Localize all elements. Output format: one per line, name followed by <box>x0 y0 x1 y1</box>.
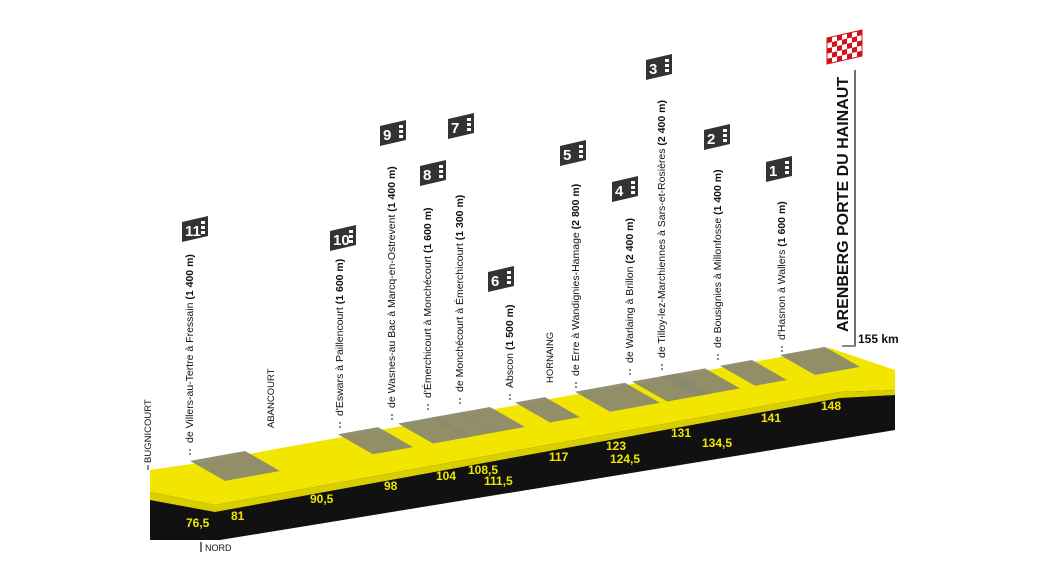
town-bugnicourt: BUGNICOURT <box>143 399 154 463</box>
svg-text:11: 11 <box>185 223 201 240</box>
sector-badge-6: 6 <box>488 266 514 292</box>
sector-label-8: d'Émerchicourt à Monchécourt (1 600 m) <box>421 207 434 398</box>
cobble-sector-8 <box>430 412 497 438</box>
sector-label-3: de Tilloy-lez-Marchiennes à Sars-et-Rosi… <box>656 100 668 358</box>
km-marker: 90,5 <box>310 492 334 506</box>
km-marker: 104 <box>436 469 456 483</box>
svg-text:6: 6 <box>491 273 499 290</box>
sector-label-5: de Erre à Wandignies-Hamage (2 800 m) <box>570 184 582 376</box>
km-marker: 98 <box>384 479 398 493</box>
km-marker: 131 <box>671 426 691 440</box>
sector-badge-8: 8 <box>420 160 446 186</box>
sector-labels: de Villers-au-Tertre à Fressain (1 400 m… <box>182 54 792 443</box>
sector-badge-7: 7 <box>448 113 474 139</box>
sector-label-4: de Warlaing à Brillon (2 400 m) <box>624 218 636 363</box>
svg-text:9: 9 <box>383 127 391 144</box>
km-marker: 117 <box>549 450 569 464</box>
cobble-sector-1 <box>780 346 860 375</box>
svg-text:7: 7 <box>451 120 459 137</box>
road-front-edge <box>150 390 895 512</box>
leader-lines <box>189 344 783 455</box>
km-marker: 124,5 <box>610 452 640 466</box>
sector-badge-10: 10 <box>330 225 356 251</box>
town-hornaing: HORNAING <box>545 332 556 383</box>
km-marker: 111,5 <box>484 474 513 488</box>
cobble-sectors <box>190 346 860 481</box>
km-marker: 81 <box>231 509 245 523</box>
svg-text:3: 3 <box>649 61 657 78</box>
sector-label-11: de Villers-au-Tertre à Fressain (1 400 m… <box>184 254 196 443</box>
sector-label-6: Abscon (1 500 m) <box>504 305 516 388</box>
cobble-sector-10 <box>338 427 413 455</box>
sector-badge-11: 11 <box>182 216 208 242</box>
km-marker: 123 <box>606 439 626 453</box>
sector-label-9: de Wasnes-au Bac à Marcq-en-Ostrevent (1… <box>386 166 398 408</box>
svg-text:5: 5 <box>563 147 571 164</box>
town-abancourt: ABANCOURT <box>266 368 277 428</box>
direction-label: NORD <box>205 543 232 553</box>
cobble-sector-5 <box>575 382 660 412</box>
cobble-sector-3 <box>660 368 740 397</box>
sector-badge-2: 2 <box>704 124 730 150</box>
cobble-sector-7 <box>460 407 525 433</box>
finish-flag-icon <box>826 29 863 65</box>
sector-label-1: d'Hasnon à Wallers (1 600 m) <box>776 201 788 340</box>
km-marker: 108,5 <box>468 463 498 477</box>
svg-text:2: 2 <box>707 131 715 148</box>
sector-label-7: de Monchécourt à Émerchicourt (1 300 m) <box>453 195 466 392</box>
km-marker: 76,5 <box>186 516 210 530</box>
sector-badge-4: 4 <box>612 176 638 202</box>
cobble-sector-9 <box>398 416 473 444</box>
km-marker: 134,5 <box>702 436 732 450</box>
svg-text:1: 1 <box>769 163 777 180</box>
svg-text:10: 10 <box>333 232 350 249</box>
road-side <box>150 390 895 540</box>
cobble-sector-11 <box>190 450 280 481</box>
km-marker: 141 <box>761 411 781 425</box>
sector-badge-5: 5 <box>560 140 586 166</box>
sector-badge-1: 1 <box>766 156 792 182</box>
sector-badge-9: 9 <box>380 120 406 146</box>
svg-text:8: 8 <box>423 167 431 184</box>
svg-text:4: 4 <box>615 183 624 200</box>
finish-name: ARENBERG PORTE DU HAINAUT <box>835 77 852 332</box>
km-marker: 148 <box>821 399 841 413</box>
cobble-sector-6 <box>515 397 580 423</box>
finish-distance: 155 km <box>858 332 899 346</box>
cobble-sector-2 <box>720 359 787 386</box>
sector-label-2: de Bousignies à Millonfosse (1 400 m) <box>712 169 724 348</box>
sector-label-10: d'Eswars à Paillencourt (1 600 m) <box>334 259 346 416</box>
sector-badge-3: 3 <box>646 54 672 80</box>
